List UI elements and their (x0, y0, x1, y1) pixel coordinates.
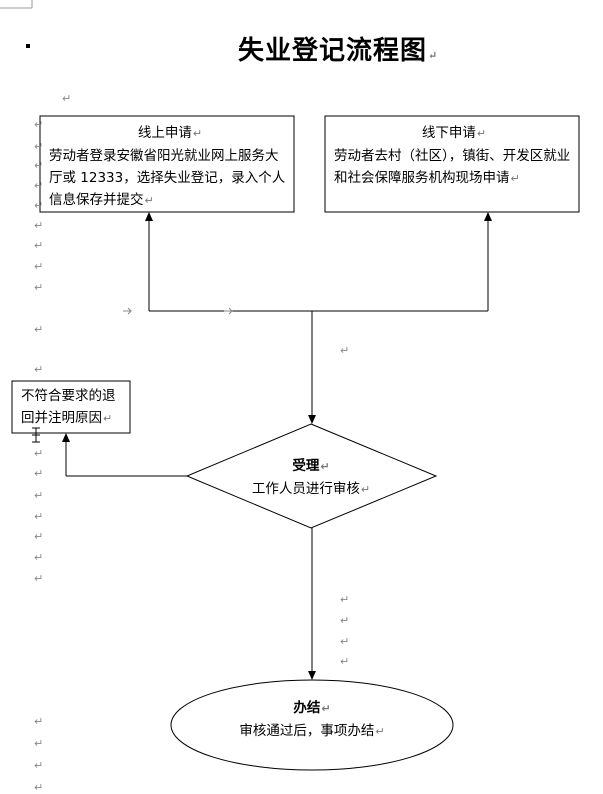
accept-heading: 受理↵ (236, 455, 386, 478)
paragraph-mark: ↵ (360, 483, 371, 496)
online-application-text: 线上申请↵ 劳动者登录安徽省阳光就业网上服务大厅或 12333，选择失业登记，录… (49, 122, 291, 212)
offline-application-box (324, 115, 580, 213)
paragraph-mark: ↵ (34, 179, 44, 192)
paragraph-mark: ↵ (320, 460, 330, 473)
paragraph-mark: ↵ (340, 344, 350, 357)
paragraph-mark: ↵ (34, 363, 44, 376)
finish-heading: 办结↵ (212, 697, 412, 720)
paragraph-mark: ↵ (476, 127, 487, 140)
finish-body-text: 审核通过后，事项办结 (239, 723, 375, 739)
paragraph-mark: ↵ (340, 593, 350, 606)
paragraph-mark: ↵ (34, 159, 44, 172)
accept-body-text: 工作人员进行审核 (251, 481, 360, 497)
online-application-heading: 线上申请↵ (49, 122, 291, 145)
reject-text: 不符合要求的退回并注明原因↵ (21, 385, 127, 430)
paragraph-mark: ↵ (34, 737, 44, 750)
page-title: 失业登记流程图↵ (238, 30, 438, 67)
tab-mark (127, 307, 132, 315)
paragraph-mark: ↵ (34, 140, 44, 153)
paragraph-mark: ↵ (34, 239, 44, 252)
paragraph-mark: ↵ (103, 412, 113, 425)
arrowhead-to-accept (308, 415, 316, 424)
reject-box (11, 380, 131, 434)
arrowhead-to-reject (62, 433, 70, 442)
paragraph-mark: ↵ (34, 781, 44, 794)
paragraph-mark: ↵ (340, 655, 350, 668)
accept-body: 工作人员进行审核↵ (236, 478, 386, 501)
finish-text: 办结↵ 审核通过后，事项办结↵ (212, 697, 412, 743)
paragraph-mark: ↵ (34, 467, 44, 480)
paragraph-mark: ↵ (428, 49, 439, 62)
accept-text: 受理↵ 工作人员进行审核↵ (236, 455, 386, 501)
page-title-text: 失业登记流程图 (238, 36, 428, 66)
paragraph-mark: ↵ (375, 725, 385, 738)
paragraph-mark: ↵ (192, 127, 203, 140)
paragraph-mark: ↵ (340, 614, 350, 627)
paragraph-mark: ↵ (340, 635, 350, 648)
paragraph-mark: ↵ (34, 510, 44, 523)
online-heading-text: 线上申请 (137, 125, 192, 141)
accept-decision-diamond (185, 423, 438, 529)
paragraph-mark: ↵ (34, 118, 44, 131)
paragraph-mark: ↵ (34, 572, 44, 585)
paragraph-mark: ↵ (34, 551, 44, 564)
paragraph-mark: ↵ (144, 194, 154, 207)
paragraph-mark: ↵ (34, 530, 44, 543)
title-bullet (26, 44, 30, 48)
paragraph-mark: ↵ (34, 447, 44, 460)
arrowhead-to-offline (484, 212, 492, 221)
paragraph-mark: ↵ (34, 219, 44, 232)
offline-application-heading: 线下申请↵ (334, 122, 574, 145)
paragraph-mark: ↵ (34, 715, 44, 728)
offline-application-body: 劳动者去村（社区），镇街、开发区就业和社会保障服务机构现场申请↵ (334, 145, 574, 190)
paragraph-mark: ↵ (34, 759, 44, 772)
offline-heading-text: 线下申请 (421, 125, 476, 141)
offline-body-text: 劳动者去村（社区），镇街、开发区就业和社会保障服务机构现场申请 (334, 148, 571, 186)
text-cursor (32, 427, 40, 443)
online-application-body: 劳动者登录安徽省阳光就业网上服务大厅或 12333，选择失业登记，录入个人信息保… (49, 145, 291, 212)
paragraph-mark: ↵ (62, 92, 72, 105)
reject-body-text: 不符合要求的退回并注明原因 (21, 388, 116, 426)
paragraph-mark: ↵ (34, 281, 44, 294)
offline-application-text: 线下申请↵ 劳动者去村（社区），镇街、开发区就业和社会保障服务机构现场申请↵ (334, 122, 574, 190)
accept-heading-text: 受理 (292, 458, 320, 474)
arrowhead-to-online (145, 212, 153, 221)
arrowhead-to-finish (308, 671, 316, 680)
finish-body: 审核通过后，事项办结↵ (212, 720, 412, 743)
paragraph-mark: ↵ (34, 489, 44, 502)
finish-heading-text: 办结 (293, 700, 321, 716)
paragraph-mark: ↵ (34, 199, 44, 212)
paragraph-mark: ↵ (34, 260, 44, 273)
online-body-text: 劳动者登录安徽省阳光就业网上服务大厅或 12333，选择失业登记，录入个人信息保… (49, 148, 286, 208)
tab-mark (228, 307, 233, 315)
online-application-box (39, 115, 295, 213)
paragraph-mark: ↵ (321, 702, 331, 715)
paragraph-mark: ↵ (510, 172, 520, 185)
paragraph-mark: ↵ (34, 323, 44, 336)
